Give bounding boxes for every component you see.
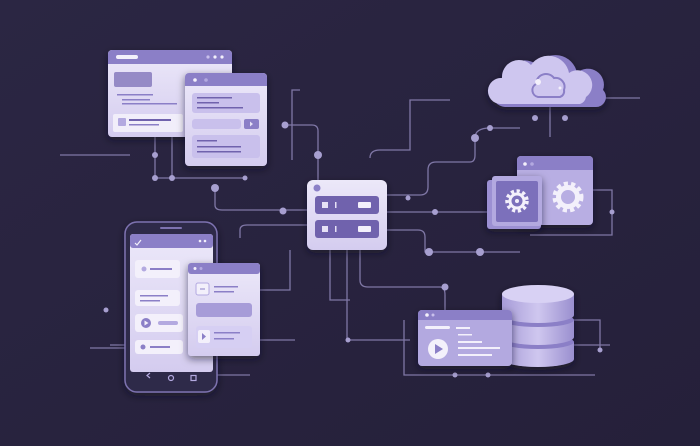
database [502,285,574,367]
server [307,180,387,250]
gear-card [487,176,542,229]
browser-window-front [185,73,267,166]
phone-overlay-card [188,263,260,356]
gear-icon [505,189,529,213]
video-card [418,310,512,366]
gear-icon [552,181,584,213]
connector-lines [60,89,640,376]
cloud [487,55,606,108]
connector-dots [103,115,615,378]
